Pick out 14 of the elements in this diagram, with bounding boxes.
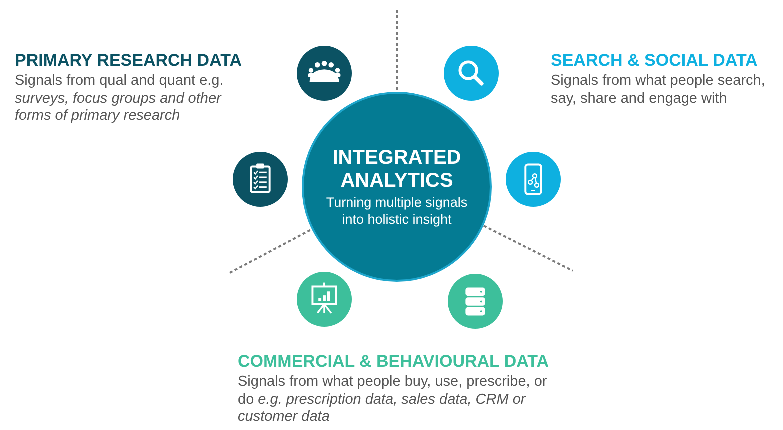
section-heading: PRIMARY RESEARCH DATA: [15, 51, 242, 71]
presentation-chart-icon: [296, 272, 352, 326]
people-group-icon: [296, 46, 352, 100]
section-description: Signals from what people buy, use, prescribe, or do e.g. prescription data, sales data, CRM or customer data: [238, 374, 548, 426]
section-description: Signals from what people search, say, share and engage with: [551, 73, 766, 108]
database-icon: [448, 274, 502, 328]
search-icon: [444, 46, 498, 100]
clipboard-checklist-icon: [232, 152, 288, 206]
section-heading: COMMERCIAL & BEHAVIOURAL DATA: [238, 352, 550, 372]
hub-subtitle: Turning multiple signals into holistic insight: [325, 194, 469, 228]
smartphone-icon: [506, 152, 560, 206]
section-heading: SEARCH & SOCIAL DATA: [551, 51, 758, 71]
section-description: Signals from qual and quant e.g. surveys, focus groups and other forms of primary research: [15, 73, 225, 126]
hub-title: INTEGRATED ANALYTICS: [332, 146, 462, 192]
